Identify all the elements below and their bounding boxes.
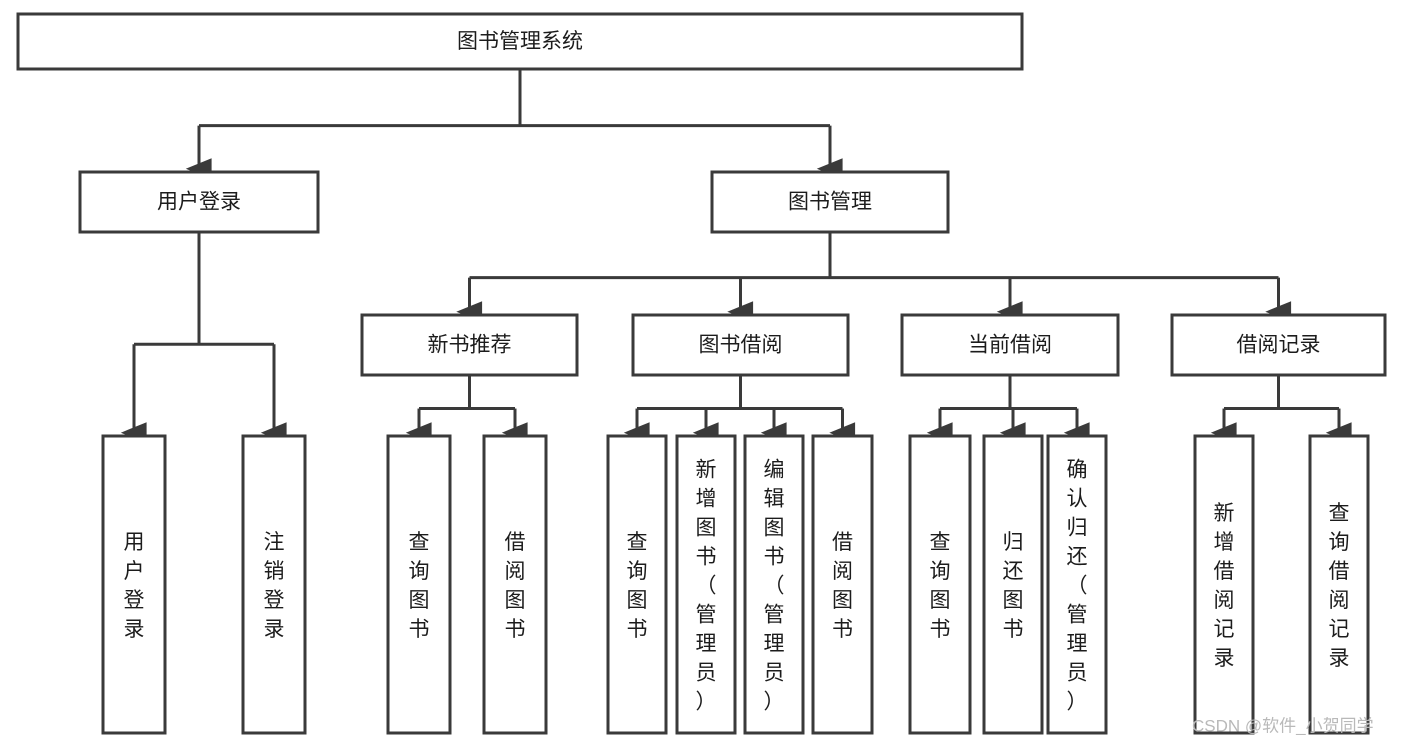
node-label-newbook: 新书推荐 [428, 334, 512, 357]
node-label-root: 图书管理系统 [457, 30, 583, 53]
node-box-leaf-user-login [101, 434, 167, 735]
node-leaf-add-book[interactable]: 新增图书（管理员） [675, 434, 737, 735]
node-box-leaf-borrow-book-2 [811, 434, 874, 735]
connector-newbook [405, 375, 528, 444]
connector-layer [120, 69, 1352, 444]
node-label-login: 用户登录 [157, 191, 241, 214]
node-label-current: 当前借阅 [968, 334, 1052, 357]
node-label-leaf-borrow-book-2: 借阅图书 [832, 531, 853, 641]
node-box-login [78, 170, 320, 234]
node-leaf-query-book-3[interactable]: 查询图书 [908, 434, 972, 735]
node-box-bookmgmt [710, 170, 950, 234]
node-label-leaf-query-book-1: 查询图书 [409, 531, 430, 641]
node-box-current [900, 313, 1120, 377]
node-label-leaf-edit-book: 编辑图书（管理员） [764, 459, 785, 714]
node-newbook[interactable]: 新书推荐 [360, 313, 579, 377]
connector-borrow [623, 375, 856, 444]
node-login[interactable]: 用户登录 [78, 170, 320, 234]
node-leaf-borrow-book-2[interactable]: 借阅图书 [811, 434, 874, 735]
connector-root [185, 69, 843, 180]
node-leaf-query-book-2[interactable]: 查询图书 [606, 434, 668, 735]
node-box-leaf-add-book [675, 434, 737, 735]
node-box-root [16, 12, 1024, 71]
node-label-leaf-confirm-return: 确认归还（管理员） [1067, 459, 1088, 714]
node-leaf-query-book-1[interactable]: 查询图书 [386, 434, 452, 735]
node-box-leaf-query-record [1308, 434, 1370, 735]
node-box-records [1170, 313, 1387, 377]
node-box-leaf-borrow-book-1 [482, 434, 548, 735]
node-label-leaf-query-book-2: 查询图书 [627, 531, 648, 641]
node-records[interactable]: 借阅记录 [1170, 313, 1387, 377]
node-label-leaf-user-logout: 注销登录 [264, 531, 285, 641]
node-leaf-add-record[interactable]: 新增借阅记录 [1193, 434, 1255, 735]
connector-current [926, 375, 1090, 444]
node-label-leaf-query-record: 查询借阅记录 [1329, 502, 1350, 670]
node-box-leaf-return-book [982, 434, 1044, 735]
node-leaf-confirm-return[interactable]: 确认归还（管理员） [1046, 434, 1108, 735]
node-leaf-edit-book[interactable]: 编辑图书（管理员） [743, 434, 805, 735]
node-box-leaf-confirm-return [1046, 434, 1108, 735]
node-box-leaf-add-record [1193, 434, 1255, 735]
node-label-leaf-borrow-book-1: 借阅图书 [505, 531, 526, 641]
node-label-borrow: 图书借阅 [699, 334, 783, 357]
node-leaf-return-book[interactable]: 归还图书 [982, 434, 1044, 735]
node-box-leaf-edit-book [743, 434, 805, 735]
node-leaf-user-login[interactable]: 用户登录 [101, 434, 167, 735]
node-leaf-borrow-book-1[interactable]: 借阅图书 [482, 434, 548, 735]
node-leaf-user-logout[interactable]: 注销登录 [241, 434, 307, 735]
node-box-leaf-query-book-2 [606, 434, 668, 735]
node-box-leaf-user-logout [241, 434, 307, 735]
csdn-watermark: CSDN @软件_小贺同学 [1192, 716, 1374, 735]
node-layer: 图书管理系统用户登录图书管理新书推荐图书借阅当前借阅借阅记录用户登录注销登录查询… [16, 12, 1387, 735]
node-box-newbook [360, 313, 579, 377]
node-box-leaf-query-book-1 [386, 434, 452, 735]
node-current[interactable]: 当前借阅 [900, 313, 1120, 377]
connector-records [1210, 375, 1352, 444]
connector-login [120, 232, 287, 444]
node-label-leaf-query-book-3: 查询图书 [930, 531, 951, 641]
node-box-borrow [631, 313, 850, 377]
node-label-bookmgmt: 图书管理 [788, 191, 872, 214]
node-label-leaf-add-book: 新增图书（管理员） [696, 459, 717, 714]
node-bookmgmt[interactable]: 图书管理 [710, 170, 950, 234]
node-label-leaf-add-record: 新增借阅记录 [1214, 502, 1235, 670]
node-box-leaf-query-book-3 [908, 434, 972, 735]
node-borrow[interactable]: 图书借阅 [631, 313, 850, 377]
node-label-records: 借阅记录 [1237, 334, 1321, 357]
connector-bookmgmt [456, 232, 1292, 323]
node-label-leaf-user-login: 用户登录 [124, 531, 145, 641]
node-label-leaf-return-book: 归还图书 [1003, 531, 1024, 641]
node-leaf-query-record[interactable]: 查询借阅记录 [1308, 434, 1370, 735]
node-root[interactable]: 图书管理系统 [16, 12, 1024, 71]
